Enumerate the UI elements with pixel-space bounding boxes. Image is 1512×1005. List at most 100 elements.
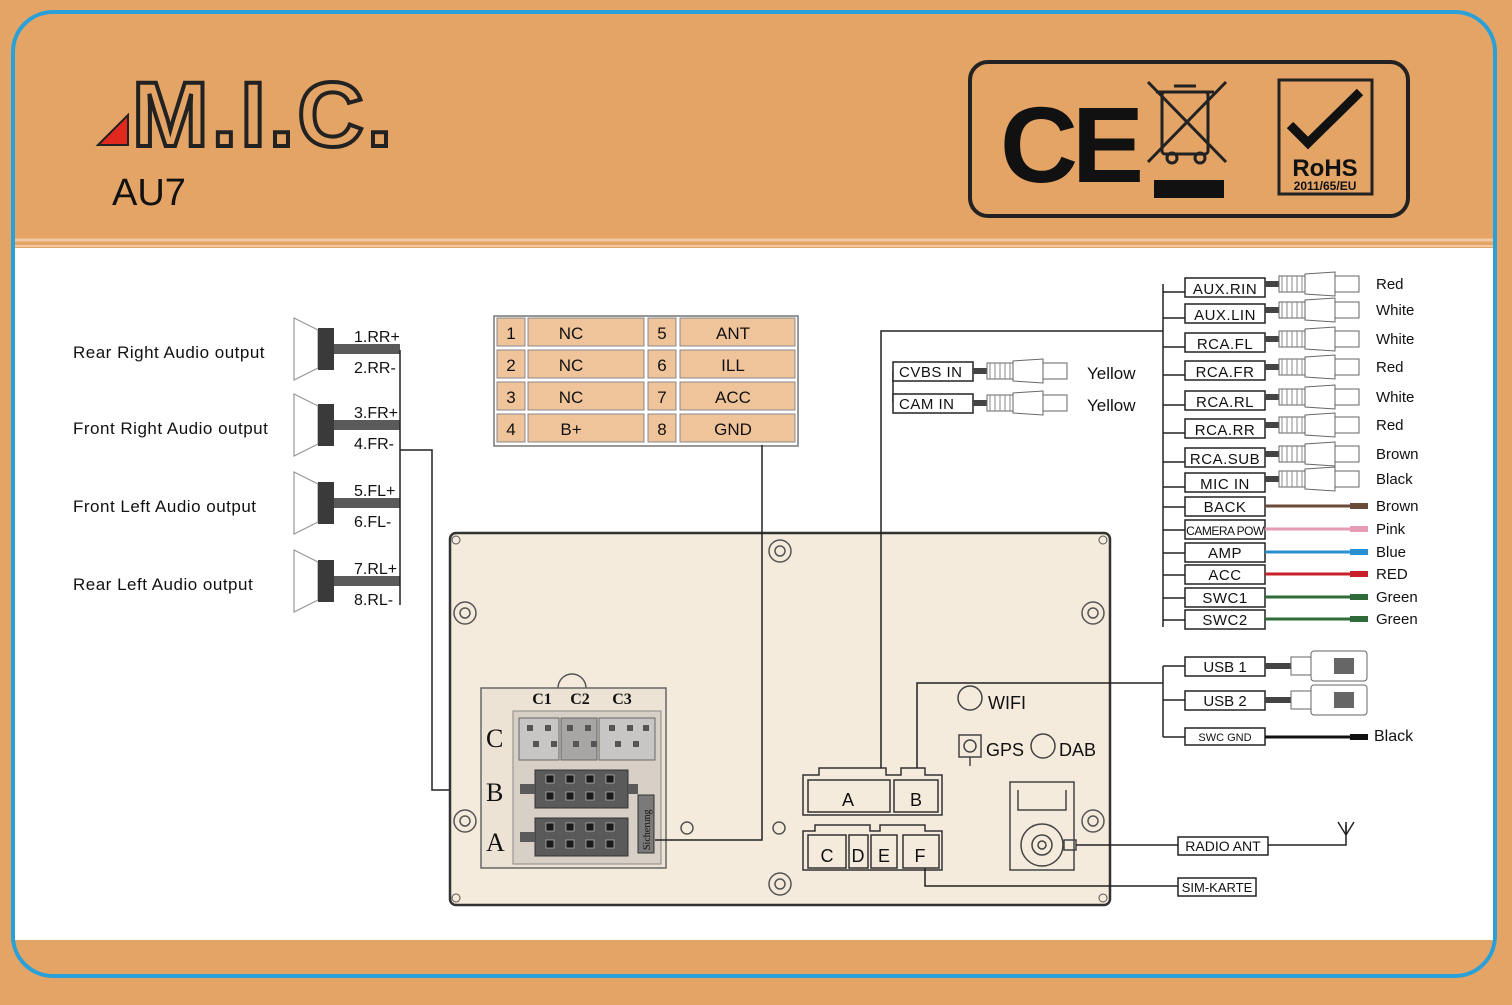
rca-color-label: Red bbox=[1376, 276, 1404, 293]
speaker-plus-label: 5.FL+ bbox=[354, 483, 395, 500]
pin-number: 2 bbox=[506, 356, 515, 375]
pin-contact bbox=[545, 725, 551, 731]
usb-tip bbox=[1334, 692, 1354, 708]
speaker-wire bbox=[334, 420, 400, 430]
rca-label: MIC IN bbox=[1200, 476, 1250, 493]
speaker-magnet-icon bbox=[318, 482, 334, 524]
iso-connector-c bbox=[518, 717, 656, 761]
pin-contact bbox=[605, 822, 615, 832]
pin-contact bbox=[605, 774, 615, 784]
speaker-plus-label: 1.RR+ bbox=[354, 329, 400, 346]
pin-contact bbox=[633, 741, 639, 747]
rca-plug-tip bbox=[1334, 301, 1360, 319]
rca-plug-tip bbox=[1334, 388, 1360, 406]
wire-end bbox=[1350, 503, 1368, 509]
wire-label: ACC bbox=[1208, 567, 1241, 584]
pin-contact bbox=[545, 791, 555, 801]
pin-contact bbox=[615, 741, 621, 747]
radio-ant-label: RADIO ANT bbox=[1185, 838, 1261, 854]
rca-color-label: White bbox=[1376, 389, 1414, 406]
speaker-label: Rear Right Audio output bbox=[73, 343, 265, 362]
rca-plug-body bbox=[1304, 326, 1336, 352]
speaker-magnet-icon bbox=[318, 328, 334, 370]
wire-color-label: Green bbox=[1376, 611, 1418, 628]
video-plug-body bbox=[1012, 358, 1044, 384]
pin-name-cell bbox=[679, 381, 796, 411]
rca-plug-cable bbox=[1265, 364, 1279, 370]
wire-label: SWC2 bbox=[1202, 612, 1247, 629]
rca-plug-cable bbox=[1265, 281, 1279, 287]
speaker-label: Front Left Audio output bbox=[73, 497, 257, 516]
rca-plug-cable bbox=[1265, 394, 1279, 400]
connector-row-b: B bbox=[486, 778, 503, 807]
swc-gnd-end bbox=[1350, 734, 1368, 740]
sim-box bbox=[1177, 877, 1257, 897]
pin-contact bbox=[527, 725, 533, 731]
fuse bbox=[637, 794, 655, 854]
usb-grip bbox=[1290, 656, 1312, 676]
pin-name-cell bbox=[679, 317, 796, 347]
pin-contact bbox=[585, 839, 595, 849]
pin-number-cell bbox=[496, 349, 526, 379]
video-plug-cable bbox=[973, 400, 987, 406]
rca-color-label: White bbox=[1376, 302, 1414, 319]
speaker-minus-label: 6.FL- bbox=[354, 514, 391, 531]
rca-label-box bbox=[1184, 447, 1266, 468]
pin-number: 8 bbox=[657, 420, 666, 439]
pin-number-cell bbox=[647, 317, 677, 347]
usb-cable bbox=[1265, 697, 1291, 703]
rca-label: RCA.FL bbox=[1197, 336, 1253, 353]
sim-label: SIM-KARTE bbox=[1182, 880, 1253, 895]
pin-number: 4 bbox=[506, 420, 515, 439]
usb-grip bbox=[1290, 690, 1312, 710]
rca-plug-body bbox=[1304, 297, 1336, 323]
pin-name: ANT bbox=[716, 324, 750, 343]
pin-contact bbox=[545, 839, 555, 849]
speaker-wire bbox=[334, 498, 400, 508]
connector-column-c3: C3 bbox=[612, 691, 632, 708]
connector-column-c2: C2 bbox=[570, 691, 590, 708]
rca-label-box bbox=[1184, 332, 1266, 353]
port-f-label: F bbox=[915, 846, 926, 866]
speaker-label: Rear Left Audio output bbox=[73, 575, 253, 594]
speaker-magnet-icon bbox=[318, 560, 334, 602]
pin-contact bbox=[565, 822, 575, 832]
video-color-label: Yellow bbox=[1087, 396, 1136, 415]
wire-label: AMP bbox=[1208, 545, 1242, 562]
pin-number: 3 bbox=[506, 388, 515, 407]
pin-contact bbox=[567, 725, 573, 731]
usb-label: USB 1 bbox=[1203, 659, 1246, 676]
pin-name: NC bbox=[559, 324, 584, 343]
swc-gnd-label: SWC GND bbox=[1198, 732, 1251, 744]
wire-end bbox=[1350, 594, 1368, 600]
pin-name: ILL bbox=[721, 356, 745, 375]
video-label: CAM IN bbox=[899, 396, 955, 413]
speaker-label: Front Right Audio output bbox=[73, 419, 268, 438]
rca-label-box bbox=[1184, 472, 1266, 493]
speaker-minus-label: 8.RL- bbox=[354, 592, 393, 609]
weee-bar bbox=[1154, 180, 1224, 198]
rca-plug-tip bbox=[1334, 330, 1360, 348]
rca-plug-tip bbox=[1334, 275, 1360, 293]
weee-bin-icon bbox=[1146, 80, 1228, 165]
rca-plug-body bbox=[1304, 271, 1336, 297]
connector-row-c: C bbox=[486, 724, 503, 753]
pin-name-cell bbox=[527, 413, 645, 443]
wire-color-label: Blue bbox=[1376, 544, 1406, 561]
port-c-label: C bbox=[821, 846, 834, 866]
pin-number-cell bbox=[496, 413, 526, 443]
pin-contact bbox=[605, 791, 615, 801]
wire-label: CAMERA POW bbox=[1186, 524, 1265, 538]
rca-plug-body bbox=[1304, 354, 1336, 380]
rca-plug-tip bbox=[1334, 416, 1360, 434]
rca-color-label: Black bbox=[1376, 471, 1413, 488]
radio-ant-box bbox=[1177, 836, 1269, 856]
pin-name: ACC bbox=[715, 388, 751, 407]
pin-contact bbox=[609, 725, 615, 731]
pin-name: B+ bbox=[560, 420, 581, 439]
video-plug-body bbox=[1012, 390, 1044, 416]
pin-number: 6 bbox=[657, 356, 666, 375]
video-color-label: Yellow bbox=[1087, 364, 1136, 383]
